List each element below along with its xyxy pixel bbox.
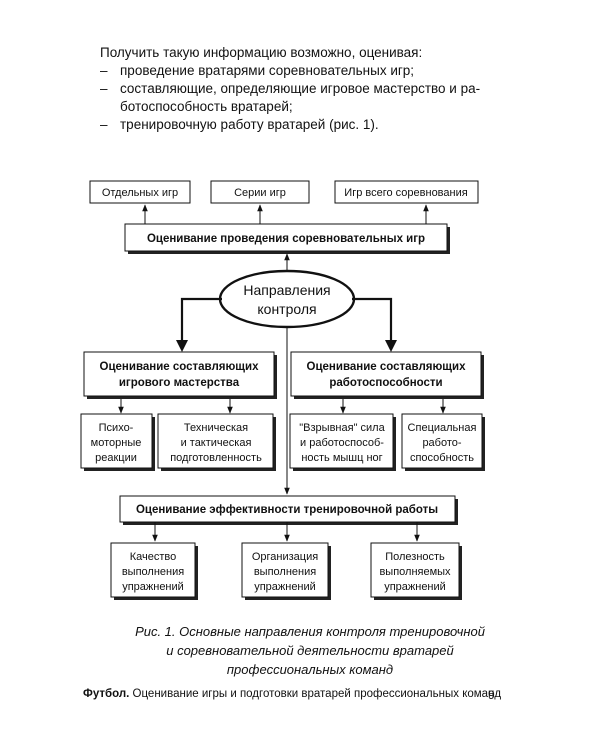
bullet-dash: – [100,63,108,78]
box-special-workcapacity: Специальная работо- способность [401,413,485,471]
intro-lead: Получить такую информацию возможно, оцен… [100,45,423,60]
box-technical-tactical: Техническая и тактическая подготовленнос… [157,413,276,471]
intro-text: Получить такую информацию возможно, оцен… [100,44,520,134]
special-line-2: работо- [422,437,461,449]
control-directions-diagram: Отдельных игр Серии игр Игр всего соревн… [80,180,485,600]
organization-line-2: выполнения [254,566,316,578]
explosive-line-1: "Взрывная" сила [299,422,385,434]
arrow-to-performance-head [385,340,397,352]
box-exercise-usefulness: Полезность выполняемых упражнений [370,542,462,600]
technical-line-2: и тактическая [181,437,252,449]
bullet-dash: – [100,117,108,132]
usefulness-line-3: упражнений [384,581,446,593]
center-ellipse: Направления контроля [218,269,356,329]
page-footer: Футбол. Оценивание игры и подготовки вра… [83,688,501,700]
box-execution-organization: Организация выполнения упражнений [241,542,331,600]
caption-line-1: Рис. 1. Основные направления контроля тр… [135,624,485,639]
bullet-3-text: тренировочную работу вратарей (рис. 1). [120,117,379,132]
competition-assessment-label: Оценивание проведения соревновательных и… [147,233,425,245]
special-line-3: способность [410,452,474,464]
bullet-1: – проведение вратарями соревновательных … [100,62,520,80]
performance-label-line-2: работоспособности [329,377,442,389]
box-individual-games-label: Отдельных игр [102,187,178,199]
footer-title-rest: Оценивание игры и подготовки вратарей пр… [132,688,502,700]
box-mastery-assessment: Оценивание составляющих игрового мастерс… [83,351,277,399]
box-game-series-label: Серии игр [234,187,286,199]
quality-line-1: Качество [130,551,177,563]
box-whole-competition-label: Игр всего соревнования [344,187,467,199]
box-training-assessment: Оценивание эффективности тренировочной р… [119,495,458,525]
training-assessment-label: Оценивание эффективности тренировочной р… [136,504,438,516]
arrow-to-mastery [180,297,222,342]
bullet-2-text-line-1: составляющие, определяющие игровое масте… [120,81,481,96]
center-label-line-2: контроля [257,301,316,317]
caption-line-2: и соревновательной деятельности вратарей [166,643,454,658]
box-explosive-strength: "Взрывная" сила и работоспособ- ность мы… [289,413,396,471]
bullet-3: – тренировочную работу вратарей (рис. 1)… [100,116,520,134]
quality-line-3: упражнений [122,581,184,593]
footer-title-bold: Футбол. [83,688,130,700]
caption-line-3: профессиональных команд [226,662,394,677]
psychomotor-line-1: Психо- [99,422,134,434]
page-number: 9 [488,688,495,702]
box-individual-games: Отдельных игр [89,180,191,204]
bullet-2-text-line-2: ботоспособность вратарей; [120,99,293,114]
box-psychomotor-reactions: Психо- моторные реакции [80,413,155,471]
center-label-line-1: Направления [243,282,330,298]
arrow-to-performance [352,297,393,342]
usefulness-line-2: выполняемых [379,566,451,578]
organization-line-1: Организация [252,551,318,563]
psychomotor-line-3: реакции [95,452,137,464]
mastery-label-line-1: Оценивание составляющих [100,361,260,373]
quality-line-2: выполнения [122,566,184,578]
technical-line-1: Техническая [184,422,248,434]
organization-line-3: упражнений [254,581,316,593]
bullet-2: – составляющие, определяющие игровое мас… [100,80,520,116]
box-performance-assessment: Оценивание составляющих работоспособност… [290,351,484,399]
bullet-dash: – [100,81,108,96]
performance-label-line-1: Оценивание составляющих [307,361,467,373]
special-line-1: Специальная [408,422,477,434]
psychomotor-line-2: моторные [91,437,142,449]
explosive-line-2: и работоспособ- [300,437,384,449]
mastery-label-line-2: игрового мастерства [119,377,240,389]
arrow-to-mastery-head [176,340,188,352]
bullet-1-text: проведение вратарями соревновательных иг… [120,63,415,78]
box-competition-assessment: Оценивание проведения соревновательных и… [124,223,450,254]
usefulness-line-1: Полезность [385,551,445,563]
technical-line-3: подготовленность [170,452,262,464]
explosive-line-3: ность мышц ног [301,452,382,464]
box-whole-competition: Игр всего соревнования [334,180,479,204]
box-game-series: Серии игр [210,180,310,204]
box-execution-quality: Качество выполнения упражнений [110,542,198,600]
figure-caption: Рис. 1. Основные направления контроля тр… [100,622,520,679]
